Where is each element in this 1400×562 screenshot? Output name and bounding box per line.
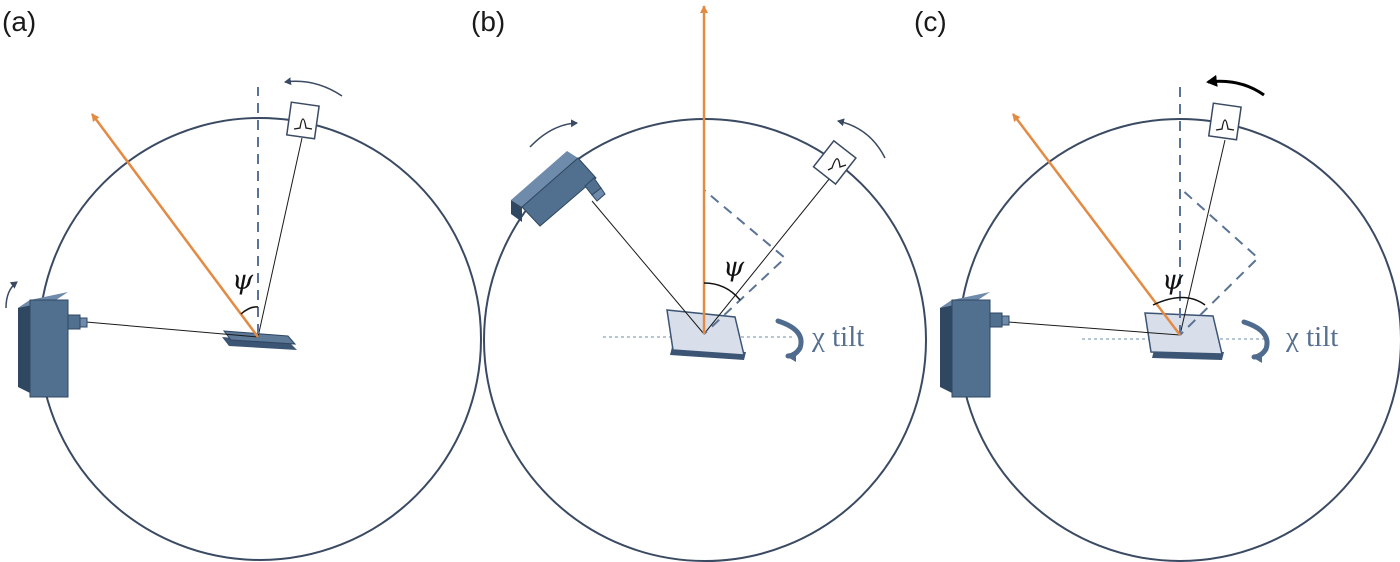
panel-c: (c) ψ [914, 6, 1400, 562]
rotation-arrow-icon [1206, 74, 1265, 97]
scattering-vector-arrow [1012, 113, 1181, 336]
diffracted-ray [703, 172, 835, 335]
detector-peak-icon [812, 139, 857, 186]
panel-a: (a) ψ [2, 6, 482, 561]
psi-angle-arc [703, 282, 741, 301]
rotation-arrow-icon [837, 118, 886, 159]
psi-label: ψ [723, 252, 745, 283]
detector-peak-icon [1207, 102, 1242, 141]
rotation-arrow-icon [284, 77, 343, 97]
rotation-arrow-icon [5, 281, 18, 309]
psi-label: ψ [1162, 265, 1184, 296]
x-ray-tube-icon [940, 292, 1010, 398]
psi-label: ψ [232, 265, 254, 296]
x-ray-tube-icon [511, 151, 606, 227]
scattering-vector-arrow [90, 113, 260, 338]
panel-label: (b) [471, 6, 505, 37]
incident-ray [1007, 321, 1181, 336]
panel-label: (c) [914, 6, 947, 37]
panel-label: (a) [2, 6, 36, 37]
x-ray-tube-icon [18, 292, 88, 398]
chi-tilt-label: χ tilt [811, 321, 864, 353]
incident-ray [591, 200, 705, 335]
detector-peak-icon [285, 101, 320, 140]
incident-ray [85, 321, 259, 338]
diffracted-ray [1179, 139, 1226, 336]
sample [1144, 312, 1224, 360]
tilted-normal-projection [703, 187, 787, 335]
sample [222, 330, 297, 350]
tilted-normal-projection [1179, 185, 1260, 336]
diffracted-ray [257, 137, 303, 338]
chi-tilt-label: χ tilt [1285, 321, 1338, 353]
psi-angle-arc [240, 306, 259, 315]
panel-b: (b) ψ [471, 5, 927, 562]
psi-angle-arc [1152, 296, 1206, 306]
tilt-arrow-icon [775, 318, 804, 362]
tilt-arrow-icon [1241, 319, 1270, 363]
rotation-arrow-icon [529, 119, 578, 148]
sample [666, 309, 746, 360]
